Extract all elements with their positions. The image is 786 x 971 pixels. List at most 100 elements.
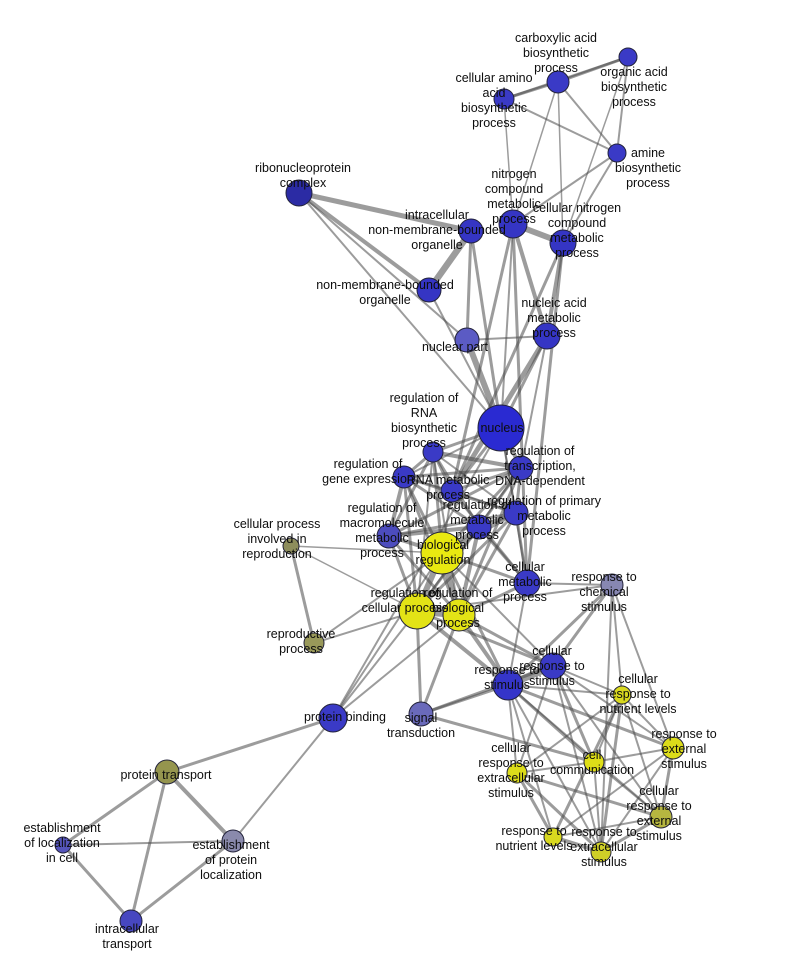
edge-rnp--inmbo (296, 190, 474, 234)
node-rtd[interactable] (508, 455, 534, 481)
node-rs[interactable] (492, 669, 524, 701)
edge-rs--res (506, 683, 675, 750)
edge-rcs--rs (506, 583, 614, 687)
edge-ab--cncm (562, 152, 618, 244)
edge-crs--rcp (415, 609, 555, 668)
node-crexs[interactable] (649, 805, 673, 829)
node-pt[interactable] (154, 759, 180, 785)
edge-cncm--cmp (525, 241, 565, 585)
node-rmmp[interactable] (376, 523, 402, 549)
node-rnam[interactable] (440, 479, 464, 503)
edge-crnl--crexs (621, 694, 662, 818)
edge-res--rexs (600, 747, 674, 853)
edge-oab--cncm (562, 56, 629, 244)
node-rbp[interactable] (442, 598, 476, 632)
node-rp[interactable] (303, 632, 325, 654)
node-cab[interactable] (546, 70, 570, 94)
node-rcs[interactable] (600, 573, 624, 597)
edge-cncm--rnam (450, 241, 565, 493)
node-cres[interactable] (506, 762, 528, 784)
edge-cc--rexs (593, 761, 602, 853)
node-epl[interactable] (221, 829, 245, 853)
edge-nuc--pb (332, 427, 502, 719)
edge-rcs--cmp (526, 582, 613, 586)
node-rpm[interactable] (503, 500, 529, 526)
node-elc[interactable] (54, 836, 72, 854)
node-crs[interactable] (539, 652, 567, 680)
edge-cres--rnl (515, 771, 555, 839)
node-rge[interactable] (392, 465, 416, 489)
edge-crnl--cc (593, 694, 623, 763)
label-pb: protein binding (304, 710, 386, 724)
edge-rs--rnl (507, 684, 554, 838)
node-st[interactable] (408, 701, 434, 727)
node-cncm[interactable] (549, 229, 577, 257)
node-caab[interactable] (493, 88, 515, 110)
node-inmbo[interactable] (458, 218, 484, 244)
edge-layer (61, 55, 675, 923)
node-oab[interactable] (618, 47, 638, 67)
edge-res--cc (593, 747, 674, 763)
node-pb[interactable] (318, 703, 348, 733)
edge-rcp--rs (415, 609, 510, 687)
node-nuc[interactable] (477, 404, 525, 452)
node-ncm[interactable] (498, 209, 528, 239)
node-rcp[interactable] (398, 592, 436, 630)
node-cc[interactable] (583, 751, 605, 773)
node-cpir[interactable] (282, 537, 300, 555)
edge-oab--ab (616, 56, 629, 154)
node-res[interactable] (661, 736, 685, 760)
edge-rtd--rge (402, 466, 523, 479)
node-crnl[interactable] (612, 685, 632, 705)
node-rnl[interactable] (543, 827, 563, 847)
edge-cpir--br (290, 545, 443, 554)
node-br[interactable] (420, 531, 464, 575)
edge-ncm--nam (511, 222, 549, 338)
edge-ncm--nuc (500, 223, 514, 429)
node-ab[interactable] (607, 143, 627, 163)
edge-elc--it (61, 843, 133, 923)
edge-cres--rexs (515, 771, 603, 854)
edge-cc--cres (516, 761, 595, 774)
edge-rp--br (313, 552, 443, 644)
edge-rcs--res (611, 584, 674, 749)
node-rexs[interactable] (590, 841, 612, 863)
edge-cc--crexs (593, 761, 662, 818)
node-np[interactable] (454, 327, 480, 353)
node-nmbo[interactable] (416, 277, 442, 303)
node-rnp[interactable] (285, 179, 313, 207)
node-rrb[interactable] (422, 441, 444, 463)
node-rmp[interactable] (466, 514, 492, 540)
node-cmp[interactable] (513, 569, 541, 597)
edge-cab--ncm (512, 81, 559, 225)
edge-crnl--res (621, 694, 674, 749)
edge-cmp--rs (507, 582, 528, 686)
node-nam[interactable] (533, 322, 561, 350)
node-it[interactable] (119, 909, 143, 933)
